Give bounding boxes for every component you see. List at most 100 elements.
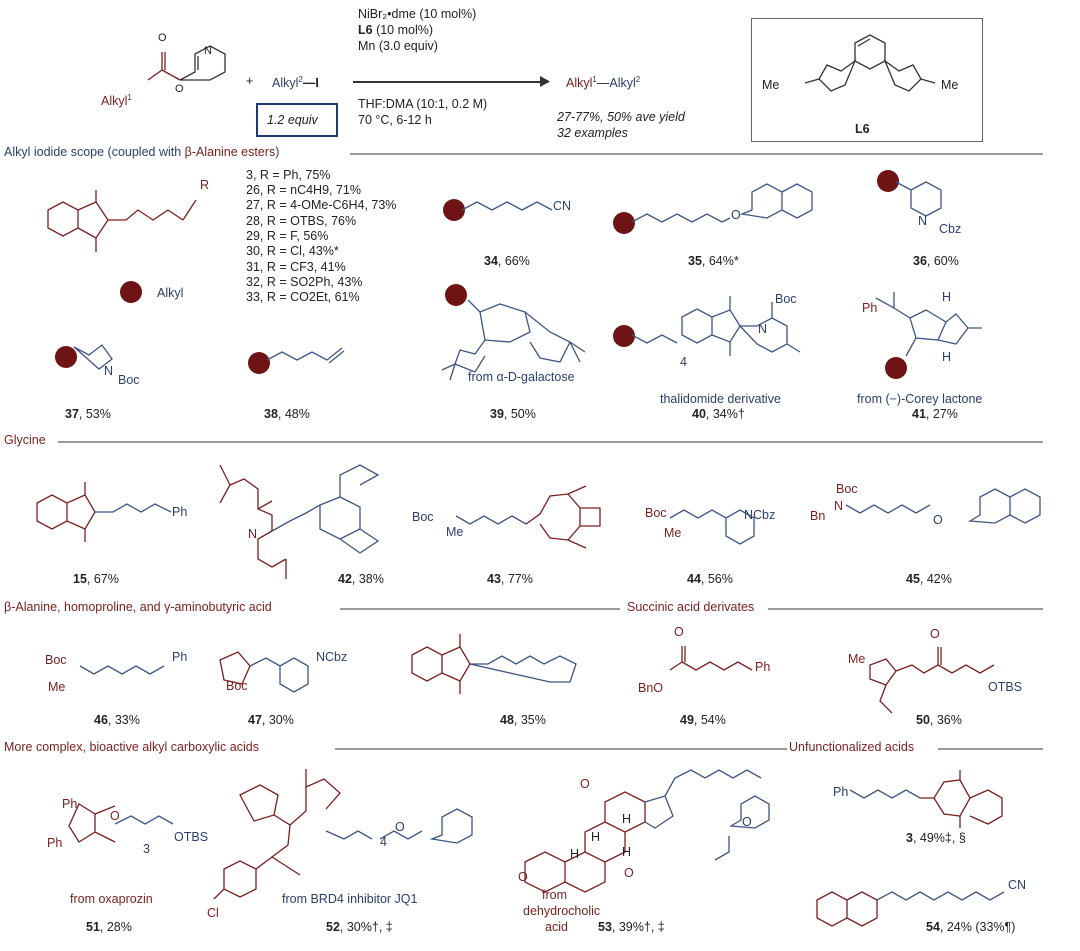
nitrogen-label: N: [834, 499, 844, 513]
r-group-label: R: [200, 178, 210, 192]
ligand-l6-structure: [804, 34, 936, 92]
boc-label: Boc: [645, 506, 667, 520]
section-title-bioactive: More complex, bioactive alkyl carboxylic…: [4, 740, 263, 754]
boc-label: Boc: [45, 653, 67, 667]
benzyloxy-label: BnO: [638, 681, 664, 695]
ligand-label: L6: [855, 122, 870, 136]
compound-15-label: 15, 67%: [73, 572, 119, 586]
ncbz-label: NCbz: [744, 508, 776, 522]
nitrogen-label: N: [758, 322, 768, 336]
benzyl-label: Bn: [810, 509, 826, 523]
phthalimide-scaffold-structure: [47, 190, 197, 252]
reaction-arrow: [353, 81, 548, 83]
compound-44-structure: [669, 509, 755, 545]
phenyl-label: Ph: [172, 650, 188, 664]
condition-temperature: 70 °C, 6-12 h: [358, 113, 432, 127]
ncbz-label: NCbz: [316, 650, 348, 664]
compound-34-label: 34, 66%: [484, 254, 530, 268]
oxygen-label: O: [175, 83, 184, 95]
scope-item: 27, R = 4-OMe-C6H4, 73%: [246, 198, 397, 212]
compound-54-label: 54, 24% (33%¶): [926, 920, 1016, 934]
compound-50-label: 50, 36%: [916, 713, 962, 727]
compound-36-structure: [895, 181, 942, 217]
boc-label: Boc: [412, 510, 434, 524]
alkyl-ball-icon: [443, 199, 465, 221]
boc-label: Boc: [775, 292, 797, 306]
compound-45-label: 45, 42%: [906, 572, 952, 586]
compound-35-structure: [631, 183, 813, 223]
compound-49-label: 49, 54%: [680, 713, 726, 727]
alkyl-ball-icon: [55, 346, 77, 368]
boc-label: Boc: [118, 373, 140, 387]
equiv-box: [256, 103, 338, 137]
section-rule: [335, 748, 787, 750]
alkyl-ball-icon: [248, 352, 270, 374]
compound-43-structure: [455, 485, 601, 549]
compound-52-structure: [213, 769, 473, 900]
compound-45-structure: [845, 488, 1041, 524]
compound-36-label: 36, 60%: [913, 254, 959, 268]
oxygen-label: O: [110, 809, 120, 823]
yield-summary: 27-77%, 50% ave yield: [557, 110, 685, 124]
section-title-succinic: Succinic acid derivates: [627, 600, 759, 614]
compound-3-structure: [849, 770, 1003, 828]
compound-49-structure: [669, 646, 753, 671]
nitrile-label: CN: [1008, 878, 1027, 892]
otbs-label: OTBS: [988, 680, 1023, 694]
compound-38-structure: [266, 347, 345, 364]
scope-item: 26, R = nC4H9, 71%: [246, 183, 361, 197]
section-rule: [350, 153, 1043, 155]
compound-40-label: 40, 34%†: [692, 407, 745, 421]
alkyl-ball-icon: [613, 212, 635, 234]
compound-3-label: 3, 49%‡, §: [906, 831, 966, 845]
compound-41-label: 41, 27%: [912, 407, 958, 421]
alkyl-ball-icon: [877, 170, 899, 192]
ligand-methyl-left: Me: [762, 78, 780, 92]
phenyl-label: Ph: [47, 836, 63, 850]
nitrogen-label: N: [248, 527, 258, 541]
compound-46-structure: [79, 665, 165, 675]
oxygen-label: O: [580, 777, 590, 791]
nitrogen-label: N: [204, 45, 212, 57]
nitrile-label: CN: [553, 199, 572, 213]
hydrogen-label: H: [570, 847, 580, 861]
section-title-alkyl-iodide: Alkyl iodide scope (coupled with β-Alani…: [4, 145, 284, 159]
oxygen-label: O: [158, 32, 167, 44]
compound-48-label: 48, 35%: [500, 713, 546, 727]
oxygen-label: O: [930, 627, 940, 641]
methyl-label: Me: [664, 526, 682, 540]
compound-34-structure: [461, 201, 553, 211]
ligand-methyl-right: Me: [941, 78, 959, 92]
nitrogen-label: N: [104, 364, 114, 378]
alkyl-legend: Alkyl: [157, 286, 184, 300]
section-title-unfunctionalized: Unfunctionalized acids: [789, 740, 919, 754]
galactose-note: from α-D-galactose: [468, 370, 575, 384]
hydrogen-label: H: [622, 845, 632, 859]
section-rule: [938, 748, 1043, 750]
compound-43-label: 43, 77%: [487, 572, 533, 586]
compound-47-label: 47, 30%: [248, 713, 294, 727]
oxygen-label: O: [624, 866, 634, 880]
oxygen-label: O: [933, 513, 943, 527]
otbs-label: OTBS: [174, 830, 209, 844]
plus-sign: +: [246, 74, 254, 88]
jq1-note: from BRD4 inhibitor JQ1: [282, 892, 418, 906]
nitrogen-label: N: [918, 214, 928, 228]
compound-37-structure: [73, 344, 113, 370]
subscript-4: 4: [380, 835, 387, 849]
boc-label: Boc: [836, 482, 858, 496]
compound-53-label: 53, 39%†, ‡: [598, 920, 665, 934]
alkyl1-label: Alkyl1: [101, 93, 132, 109]
oxygen-label: O: [674, 625, 684, 639]
subscript-3: 3: [143, 842, 150, 856]
section-rule: [58, 441, 1043, 443]
boc-label: Boc: [226, 679, 248, 693]
phenyl-label: Ph: [172, 505, 188, 519]
compound-15-structure: [36, 482, 172, 542]
compound-50-structure: [869, 647, 995, 714]
ligand-box: [751, 18, 983, 142]
methyl-label: Me: [48, 680, 66, 694]
section-rule: [768, 608, 1043, 610]
alkyl-ball-icon: [613, 325, 635, 347]
compound-46-label: 46, 33%: [94, 713, 140, 727]
